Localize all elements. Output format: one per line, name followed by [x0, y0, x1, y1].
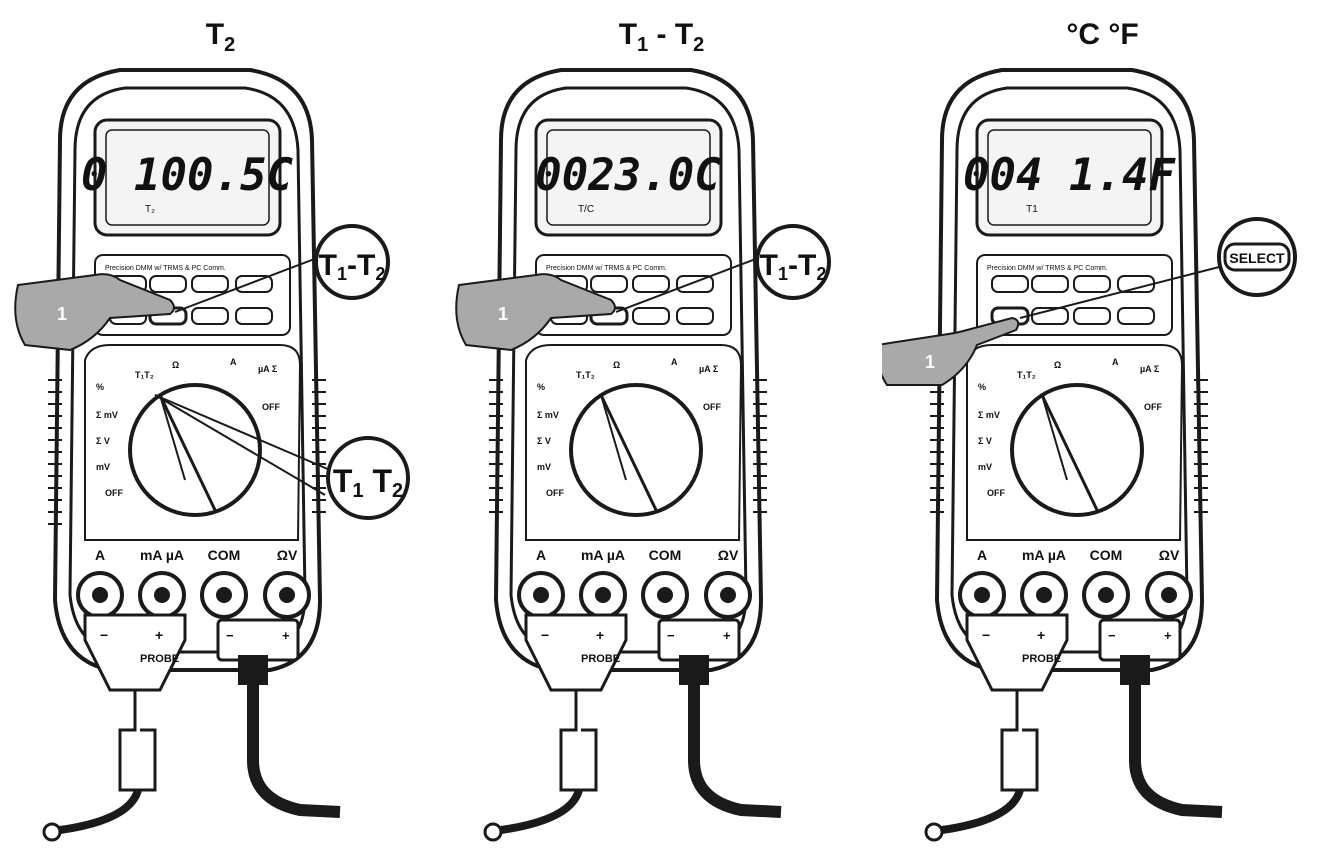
svg-text:T1 T2: T1 T2	[333, 463, 403, 502]
svg-text:PROBE: PROBE	[581, 653, 620, 665]
lcd-reading: 0 100.5C	[81, 150, 293, 201]
callout-t1-t2	[314, 224, 390, 300]
svg-text:Σ V: Σ V	[96, 436, 110, 446]
svg-text:mV: mV	[96, 462, 110, 472]
panel-t2: T2 0 100.5C T₂ Precision DMM w/ TRMS & P…	[0, 0, 441, 856]
svg-text:COM: COM	[649, 547, 682, 563]
svg-text:−: −	[226, 628, 234, 643]
svg-text:T₁T₂: T₁T₂	[1017, 370, 1036, 380]
svg-text:Σ mV: Σ mV	[537, 410, 559, 420]
lcd-reading: 004 1.4F	[963, 150, 1176, 201]
svg-text:+: +	[155, 627, 163, 643]
callout-t1t2	[326, 436, 410, 520]
svg-text:mV: mV	[978, 462, 992, 472]
meter-header: Precision DMM w/ TRMS & PC Comm.	[105, 265, 226, 272]
svg-text:mA µA: mA µA	[581, 547, 625, 563]
finger-icon	[14, 273, 175, 352]
svg-text:Precision DMM w/ TRMS & PC Com: Precision DMM w/ TRMS & PC Comm.	[546, 265, 667, 272]
svg-text:ΩV: ΩV	[1159, 547, 1180, 563]
svg-text:Ω: Ω	[172, 360, 179, 370]
svg-text:mA µA: mA µA	[1022, 547, 1066, 563]
lcd-screen	[534, 118, 723, 237]
svg-text:+: +	[1164, 628, 1172, 643]
meter-illustration: 0023.0C T/C Precision DMM w/ TRMS & PC C…	[455, 68, 831, 842]
svg-text:T₁T₂: T₁T₂	[135, 370, 154, 380]
svg-text:PROBE: PROBE	[1022, 653, 1061, 665]
svg-text:−: −	[100, 627, 108, 643]
svg-text:Σ V: Σ V	[978, 436, 992, 446]
panel-title: T2	[205, 18, 236, 56]
svg-text:−: −	[667, 628, 675, 643]
lcd-screen	[975, 118, 1164, 237]
svg-text:Ω: Ω	[613, 360, 620, 370]
svg-text:A: A	[671, 357, 678, 367]
select-button-label: SELECT	[1229, 250, 1285, 266]
rotary-dial	[128, 383, 262, 517]
meter-illustration: 0 100.5C T₂ Precision DMM w/ TRMS & PC C…	[14, 68, 410, 842]
svg-text:+: +	[596, 627, 604, 643]
svg-text:µA Σ: µA Σ	[699, 364, 719, 374]
svg-text:Precision DMM w/ TRMS & PC Com: Precision DMM w/ TRMS & PC Comm.	[987, 265, 1108, 272]
rotary-dial	[569, 383, 703, 517]
step-number: 1	[57, 304, 67, 324]
lcd-mode: T1	[1026, 204, 1038, 215]
meter-illustration: 004 1.4F T1 Precision DMM w/ TRMS & PC C…	[875, 68, 1297, 842]
step-number: 1	[498, 304, 508, 324]
svg-text:COM: COM	[1090, 547, 1123, 563]
svg-text:OFF: OFF	[703, 402, 721, 412]
svg-text:T1-T2: T1-T2	[319, 249, 386, 284]
svg-text:OFF: OFF	[1144, 402, 1162, 412]
lcd-mode: T₂	[145, 204, 155, 215]
svg-text:%: %	[96, 382, 104, 392]
panel-title: T1 - T2	[618, 18, 705, 56]
svg-text:%: %	[978, 382, 986, 392]
svg-text:Ω: Ω	[1054, 360, 1061, 370]
svg-text:OFF: OFF	[262, 402, 280, 412]
svg-text:T₁T₂: T₁T₂	[576, 370, 595, 380]
svg-text:Σ V: Σ V	[537, 436, 551, 446]
step-number: 1	[925, 352, 935, 372]
svg-text:A: A	[536, 547, 546, 563]
svg-text:%: %	[537, 382, 545, 392]
svg-text:mV: mV	[537, 462, 551, 472]
svg-text:µA Σ: µA Σ	[1140, 364, 1160, 374]
svg-text:+: +	[1037, 627, 1045, 643]
svg-text:−: −	[1108, 628, 1116, 643]
svg-text:+: +	[723, 628, 731, 643]
svg-text:ΩV: ΩV	[718, 547, 739, 563]
svg-text:+: +	[282, 628, 290, 643]
svg-text:OFF: OFF	[105, 488, 123, 498]
svg-text:PROBE: PROBE	[140, 653, 179, 665]
lcd-reading: 0023.0C	[535, 150, 721, 201]
svg-text:Σ mV: Σ mV	[978, 410, 1000, 420]
svg-text:mA µA: mA µA	[140, 547, 184, 563]
svg-text:OFF: OFF	[546, 488, 564, 498]
lcd-mode: T/C	[578, 204, 594, 215]
finger-icon	[455, 273, 616, 352]
svg-text:µA Σ: µA Σ	[258, 364, 278, 374]
rotary-dial	[1010, 383, 1144, 517]
svg-text:A: A	[1112, 357, 1119, 367]
svg-text:COM: COM	[208, 547, 241, 563]
panel-t1-minus-t2: T1 - T2 0023.0C T/C Precision DMM w/ TRM…	[441, 0, 882, 856]
svg-text:T1-T2: T1-T2	[760, 249, 827, 284]
panel-title: °C °F	[1066, 18, 1139, 51]
svg-text:OFF: OFF	[987, 488, 1005, 498]
callout-t1-t2	[755, 224, 831, 300]
svg-text:A: A	[977, 547, 987, 563]
svg-text:Σ mV: Σ mV	[96, 410, 118, 420]
lcd-screen	[93, 118, 282, 237]
svg-text:−: −	[982, 627, 990, 643]
svg-text:A: A	[95, 547, 105, 563]
svg-text:A: A	[230, 357, 237, 367]
panel-celsius-fahrenheit: °C °F 004 1.4F T1 Precision DMM w/ TRMS …	[875, 0, 1323, 856]
svg-text:−: −	[541, 627, 549, 643]
svg-text:ΩV: ΩV	[277, 547, 298, 563]
finger-icon	[875, 316, 1020, 386]
